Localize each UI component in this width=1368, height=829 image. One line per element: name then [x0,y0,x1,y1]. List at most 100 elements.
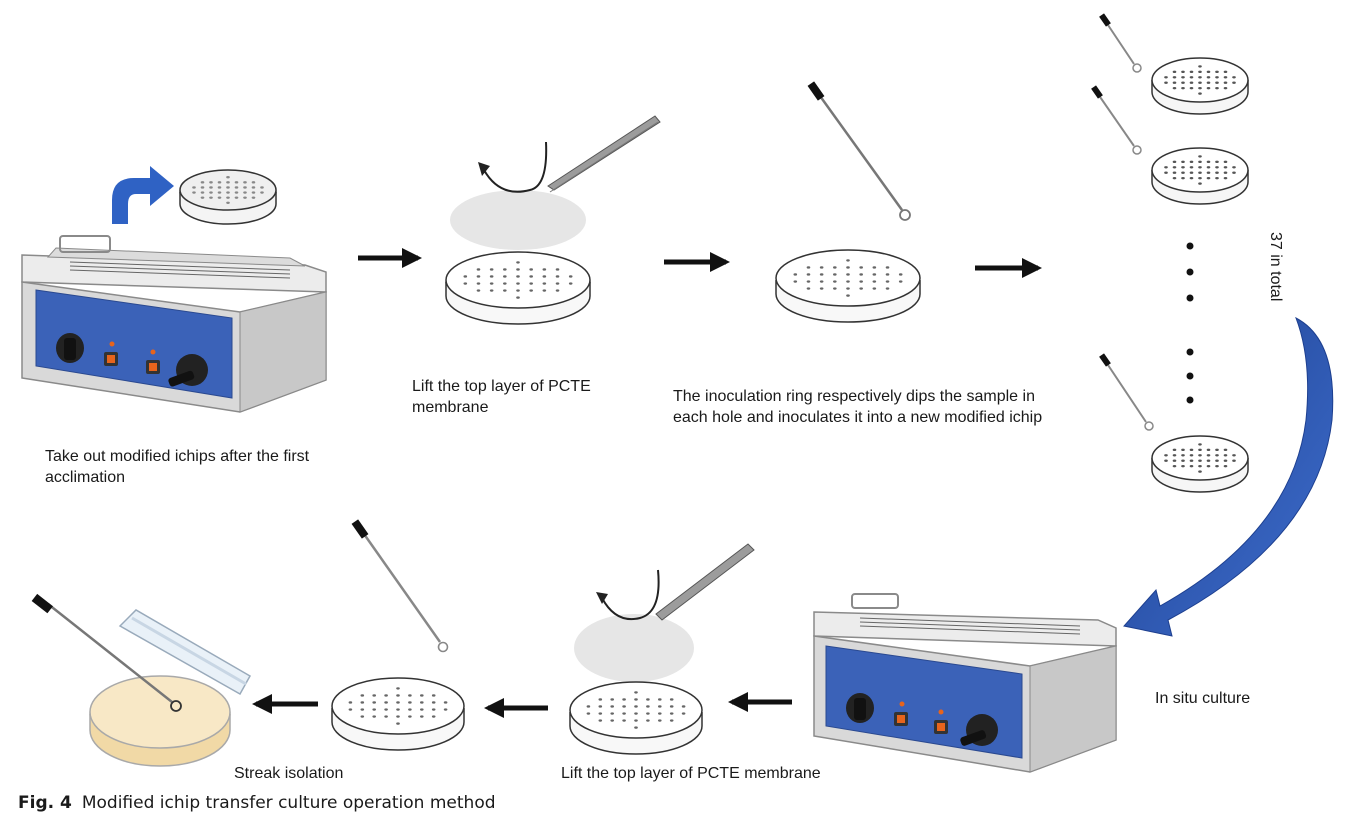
ichip-hole [217,196,222,199]
ichip-hole [872,287,877,290]
ichip-hole [555,275,560,278]
ichip-hole [384,708,388,711]
ichip-hole [1189,171,1194,174]
inoculation-loop-icon [807,81,911,221]
ichip-hole [226,196,230,199]
ichip-hole [200,196,205,199]
ichip-hole [372,715,377,718]
new-ichip-stack [1091,13,1249,493]
ichip-hole [408,708,412,711]
ichip-hole [846,280,850,283]
ichip-hole [598,705,603,708]
ichip-hole [384,694,388,697]
label-lift-top-line2: membrane [412,399,489,416]
ichip-hole [1198,160,1202,164]
ichip-hole [396,715,400,718]
ichip-hole [243,196,247,199]
ichip-hole [846,266,850,269]
ichip-hole [1198,176,1202,180]
ichip-hole [348,708,353,711]
ichip-hole [348,701,353,704]
ichip-hole [476,275,481,278]
ichip-hole [806,287,811,290]
label-streak: Streak isolation [234,765,344,782]
ichip-hole [586,705,591,708]
ichip-hole [1206,76,1211,79]
water-bath-icon [813,593,1117,773]
ichip-hole [1198,454,1202,457]
ichip-hole [1223,81,1228,84]
ichip-hole [872,280,877,283]
ichip-hole [1198,171,1202,174]
ichip-hole [1181,171,1185,174]
ichip-hole [431,715,436,718]
ellipsis-dots [1186,242,1194,404]
ichip-hole [681,712,686,715]
ichip-hole [555,289,560,292]
ichip-hole [646,705,650,708]
ichip-hole [260,186,264,189]
ichip-hole [1206,176,1211,180]
ichip-hole [555,282,560,285]
ichip-hole [1206,70,1211,74]
take-out-arrow [112,166,174,224]
ichip-hole [1189,176,1194,180]
ichip-hole [568,282,573,285]
ichip-hole [1206,166,1211,169]
ichip-hole [396,694,400,697]
label-inoculation-line2: each hole and inoculates it into a new m… [673,409,1043,426]
ichip-hole [408,701,412,704]
ichip-hole [1215,448,1219,452]
ichip-hole [598,712,603,715]
ichip-hole [634,719,638,722]
ichip-hole [503,275,507,278]
figure-caption-text: Modified ichip transfer culture operatio… [81,793,496,813]
ichip-hole [234,181,239,184]
ichip-hole [622,712,626,715]
ichip-hole [529,289,533,292]
ichip-hole [1215,171,1219,174]
ichip-hole [622,705,626,708]
ichip-hole [516,268,520,271]
ichip-hole [384,701,388,704]
ichip-hole [1198,464,1202,468]
ichip-hole [833,273,837,276]
ichip-hole [1198,448,1202,452]
ichip-hole [1215,459,1219,462]
ichip-hole [1232,76,1236,79]
ichip-hole [1189,448,1194,452]
ichip-hole [476,289,481,292]
ichip-hole [217,181,222,184]
ichip-hole [598,719,603,722]
ichip-hole [516,289,520,292]
ichip-hole [898,280,903,283]
ichip-hole [658,712,662,715]
ichip-icon [775,249,921,323]
ichip-hole [598,698,603,701]
ichip-hole [681,705,686,708]
ichip-hole [1223,86,1228,90]
ichip-hole [1189,454,1194,457]
ichip-hole [431,708,436,711]
ichip-hole [542,282,547,285]
ichip-hole [192,186,196,189]
ichip-hole [1215,176,1219,180]
ichip-hole [1198,92,1202,95]
ichip-hole [1172,70,1177,74]
lift-membrane-illustration [569,543,755,755]
ichip-hole [209,191,213,194]
ichip-hole [634,691,638,694]
ichip-hole [542,268,547,271]
ichip-hole [622,719,626,722]
ichip-hole [1223,76,1228,79]
ichip-hole [1181,166,1185,169]
ichip-hole [872,266,877,269]
ichip-hole [243,191,247,194]
ichip-hole [251,181,256,184]
ichip-hole [396,701,400,704]
ichip-hole [1172,160,1177,164]
ichip-hole [360,715,365,718]
label-lift-top-line1: Lift the top layer of PCTE [412,378,591,395]
inoculation-loop-icon [351,519,449,653]
